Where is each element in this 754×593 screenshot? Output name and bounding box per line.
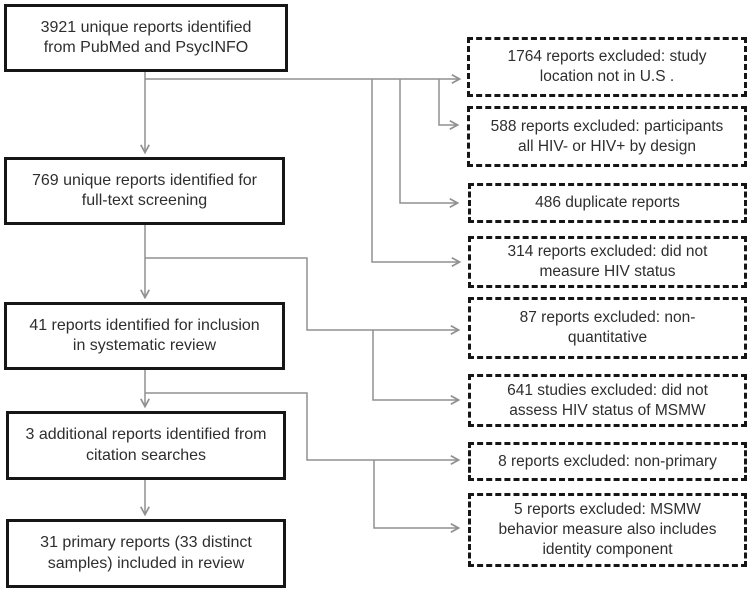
connector-to-no-hiv-measure — [371, 79, 462, 267]
box-excluded-hiv-design: 588 reports excluded: participants all H… — [467, 106, 747, 167]
box-text: 641 studies excluded: did not assess HIV… — [507, 381, 708, 419]
box-excluded-non-quantitative: 87 reports excluded: non- quantitative — [468, 297, 747, 359]
box-text: 3921 unique reports identified from PubM… — [40, 18, 252, 56]
box-text: 31 primary reports (33 distinct samples)… — [40, 534, 252, 572]
connector-to-non-quantitative — [145, 257, 461, 335]
box-text: 769 unique reports identified for full-t… — [31, 171, 258, 209]
connector-to-duplicates — [399, 79, 460, 208]
box-text: 1764 reports excluded: study location no… — [507, 48, 707, 85]
box-text: 314 reports excluded: did not measure HI… — [507, 243, 708, 280]
connector-to-non-primary — [145, 392, 461, 465]
box-excluded-no-hiv-measure: 314 reports excluded: did not measure HI… — [468, 236, 747, 288]
box-text: 588 reports excluded: participants all H… — [490, 117, 724, 155]
box-citation-searches: 3 additional reports identified from cit… — [6, 411, 286, 480]
box-excluded-identity-component: 5 reports excluded: MSMW behavior measur… — [468, 493, 747, 567]
box-text: 41 reports identified for inclusion in s… — [29, 316, 260, 354]
connector-to-identity-component — [373, 460, 461, 533]
box-fulltext-screening: 769 unique reports identified for full-t… — [4, 157, 285, 225]
box-text: 486 duplicate reports — [535, 194, 680, 212]
box-excluded-location: 1764 reports excluded: study location no… — [467, 37, 747, 97]
box-systematic-review-inclusion: 41 reports identified for inclusion in s… — [4, 302, 285, 370]
box-text: 3 additional reports identified from cit… — [25, 426, 267, 464]
box-text: 5 reports excluded: MSMW behavior measur… — [498, 501, 717, 558]
connector-to-excluded-hiv-design — [438, 79, 460, 130]
box-identified-pubmed-psycinfo: 3921 unique reports identified from PubM… — [4, 4, 288, 72]
box-included-in-review: 31 primary reports (33 distinct samples)… — [6, 519, 286, 588]
box-duplicate-reports: 486 duplicate reports — [468, 183, 747, 223]
connector-to-no-msmw-hiv — [372, 330, 461, 405]
box-excluded-no-msmw-hiv: 641 studies excluded: did not assess HIV… — [468, 374, 747, 427]
box-excluded-non-primary: 8 reports excluded: non-primary — [468, 442, 747, 481]
box-text: 8 reports excluded: non-primary — [498, 452, 717, 470]
box-text: 87 reports excluded: non- quantitative — [519, 309, 696, 346]
